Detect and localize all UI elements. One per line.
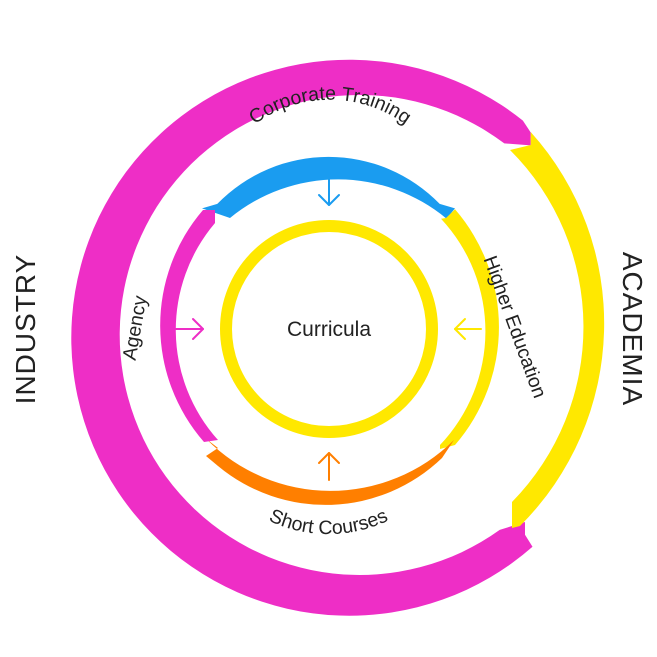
arrow-right-icon bbox=[175, 318, 204, 340]
short-courses-label: Short Courses bbox=[266, 505, 391, 540]
curricula-ring bbox=[220, 220, 438, 438]
corporate-training-arc bbox=[202, 156, 455, 219]
arrow-left-icon bbox=[454, 318, 482, 340]
academia-arc bbox=[510, 132, 605, 528]
short-courses-arc bbox=[206, 438, 454, 505]
center-label: Curricula bbox=[287, 318, 371, 341]
industry-arc bbox=[71, 59, 533, 616]
higher-education-arc bbox=[440, 209, 499, 449]
agency-label: Agency bbox=[119, 294, 152, 362]
industry-label: INDUSTRY bbox=[10, 254, 41, 405]
agency-arc bbox=[160, 210, 218, 442]
arrow-down-icon bbox=[318, 177, 340, 206]
arrow-up-icon bbox=[318, 452, 340, 481]
academia-label: ACADEMIA bbox=[617, 252, 648, 406]
bottom-label-text: Short Courses bbox=[266, 505, 391, 540]
